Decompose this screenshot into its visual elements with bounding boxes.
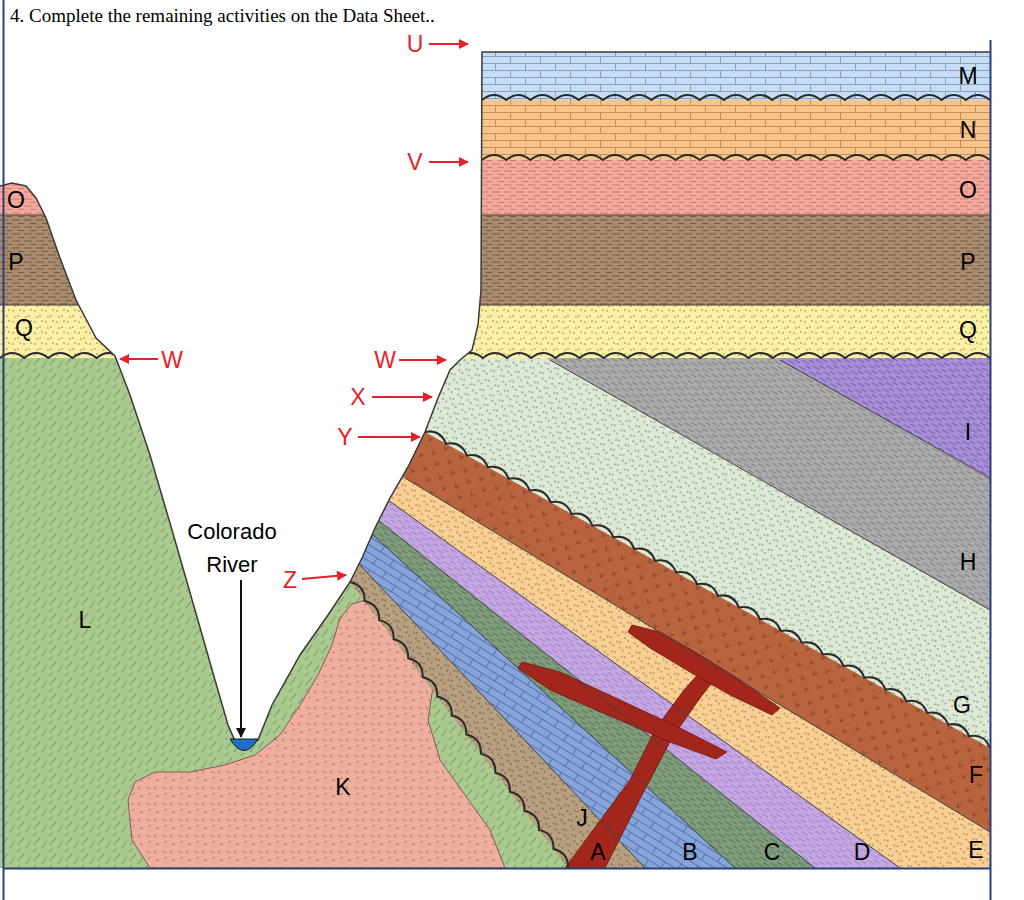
layer-label: H [960,549,977,575]
layer-label: W [374,347,396,373]
sill [518,662,727,759]
unconformity-line [0,353,990,358]
layer-label: U [407,31,424,57]
pointer-arrow [358,436,420,438]
layer-label: I [965,419,971,445]
pointer-arrow [120,358,158,360]
layer-label: V [407,149,422,175]
pointer-arrow [399,359,446,361]
frame-line [3,868,991,870]
layer-label: C [764,839,781,865]
stratum-n [0,0,1000,160]
stratum-p [0,0,1000,305]
layer-label: P [960,249,975,275]
contact-line [550,360,990,610]
layer-label: X [350,384,365,410]
stratum-q [0,0,1000,358]
sill [628,625,780,715]
layer-label: Y [337,424,352,450]
contact-line [0,215,990,216]
contact-line [780,360,990,478]
stratum-g [0,0,1024,810]
stratum-o [0,0,1000,215]
unconformity-line [350,582,568,868]
horizontal-strata [0,0,1000,358]
exercise-heading: 4. Complete the remaining activities on … [10,4,435,28]
layer-label: Z [283,567,297,593]
stratum-h [0,0,1024,673]
contact-line [405,478,990,832]
frame-line [990,40,992,900]
layer-label: D [854,839,871,865]
layer-label: W [161,347,183,373]
layer-label: O [7,187,25,213]
pointer-arrow [429,161,468,163]
contact-line [360,565,645,868]
pointer-arrow [240,580,242,737]
layer-label: F [969,762,983,788]
pointer-arrow [372,396,432,398]
layer-label: K [335,774,350,800]
contact-line [373,535,735,868]
layer-label: L [79,607,92,633]
layer-label: G [953,692,971,718]
unconformity-line [482,95,990,100]
ground-surface [0,52,990,746]
layer-label: J [576,805,588,831]
layer-label: O [959,177,977,203]
layer-label: Q [15,315,33,341]
layer-label: B [682,839,697,865]
contact-line [0,305,990,306]
contact-line [378,520,815,868]
pointer-arrow [429,43,468,45]
layer-label: Colorado River [176,515,288,581]
layer-label: P [8,249,23,275]
contact-line [388,500,900,868]
river-water [230,739,258,751]
layer-label: Q [959,317,977,343]
layer-label: N [960,117,977,143]
strata-boundaries [350,360,990,868]
layer-label: E [968,837,983,863]
stratum-m [0,0,1000,100]
unconformity-line [482,155,990,160]
stratum-i [0,0,1024,540]
pointer-arrow [302,575,346,579]
layer-label: A [590,839,605,865]
unconformity-line [425,432,990,748]
layer-label: M [958,63,977,89]
frame-line [3,0,5,900]
